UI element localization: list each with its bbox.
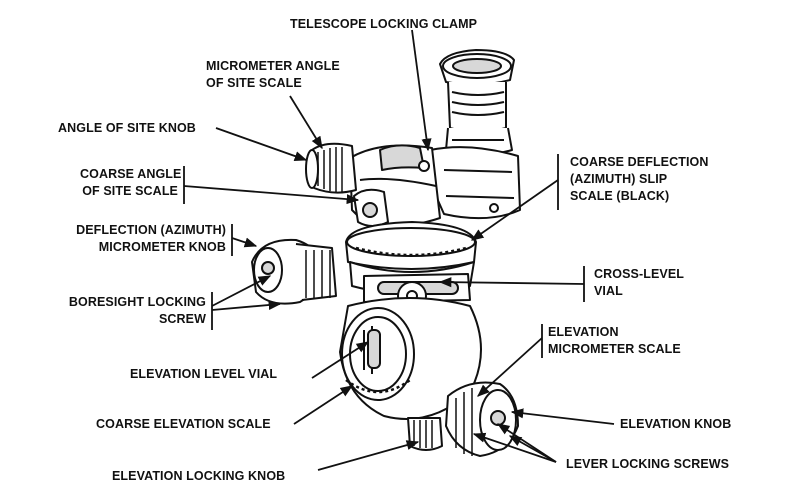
leader-elevation-level-vial <box>311 341 370 379</box>
instrument-illustration <box>251 49 521 457</box>
leader-boresight-screw-2 <box>211 299 282 311</box>
angle-of-site-knob <box>305 142 357 194</box>
elevation-knob <box>445 381 519 457</box>
leader-deflection-micrometer-knob <box>231 237 258 248</box>
label-angle-of-site-knob: ANGLE OF SITE KNOB <box>58 121 196 135</box>
leader-telescope-locking-clamp <box>411 29 432 152</box>
label-deflection-micrometer-knob: DEFLECTION (AZIMUTH) MICROMETER KNOB <box>76 223 226 254</box>
leader-coarse-elevation-scale <box>293 385 354 425</box>
leader-lever-locking-screw-2 <box>508 435 557 463</box>
label-elevation-micrometer-scale: ELEVATION MICROMETER SCALE <box>548 325 681 356</box>
label-coarse-elevation-scale: COARSE ELEVATION SCALE <box>96 417 271 431</box>
label-boresight-locking-screw: BORESIGHT LOCKING SCREW <box>68 295 206 326</box>
label-elevation-locking-knob: ELEVATION LOCKING KNOB <box>112 469 286 483</box>
leader-elevation-knob <box>510 408 615 425</box>
label-lever-locking-screws: LEVER LOCKING SCREWS <box>566 457 730 471</box>
leader-coarse-angle-of-site-scale <box>183 185 360 205</box>
telescope-eyepiece <box>439 49 515 156</box>
label-elevation-level-vial: ELEVATION LEVEL VIAL <box>130 367 278 381</box>
label-micrometer-angle-of-site-scale: MICROMETER ANGLE OF SITE SCALE <box>206 59 340 90</box>
label-cross-level-vial: CROSS-LEVEL VIAL <box>594 267 684 298</box>
leader-angle-of-site-knob <box>215 127 308 161</box>
coarse-angle-of-site-scale <box>353 188 389 227</box>
label-elevation-knob: ELEVATION KNOB <box>620 417 732 431</box>
elevation-locking-knob <box>407 417 443 451</box>
label-brackets <box>183 154 585 358</box>
leader-elevation-locking-knob <box>317 440 420 471</box>
leader-micrometer-angle-of-site-scale <box>289 95 323 150</box>
leader-cross-level-vial <box>438 277 585 288</box>
leader-elevation-micrometer-scale <box>477 337 543 397</box>
leader-coarse-deflection-scale <box>470 179 559 241</box>
deflection-micrometer-knob <box>251 238 337 305</box>
leader-boresight-screw-1 <box>211 275 272 307</box>
label-coarse-deflection-slip-scale: COARSE DEFLECTION (AZIMUTH) SLIP SCALE (… <box>570 155 709 203</box>
leader-lines <box>183 29 615 471</box>
leader-lever-locking-screw-3 <box>472 432 557 463</box>
label-coarse-angle-of-site-scale: COARSE ANGLE OF SITE SCALE <box>80 167 182 198</box>
label-telescope-locking-clamp: TELESCOPE LOCKING CLAMP <box>290 17 478 31</box>
